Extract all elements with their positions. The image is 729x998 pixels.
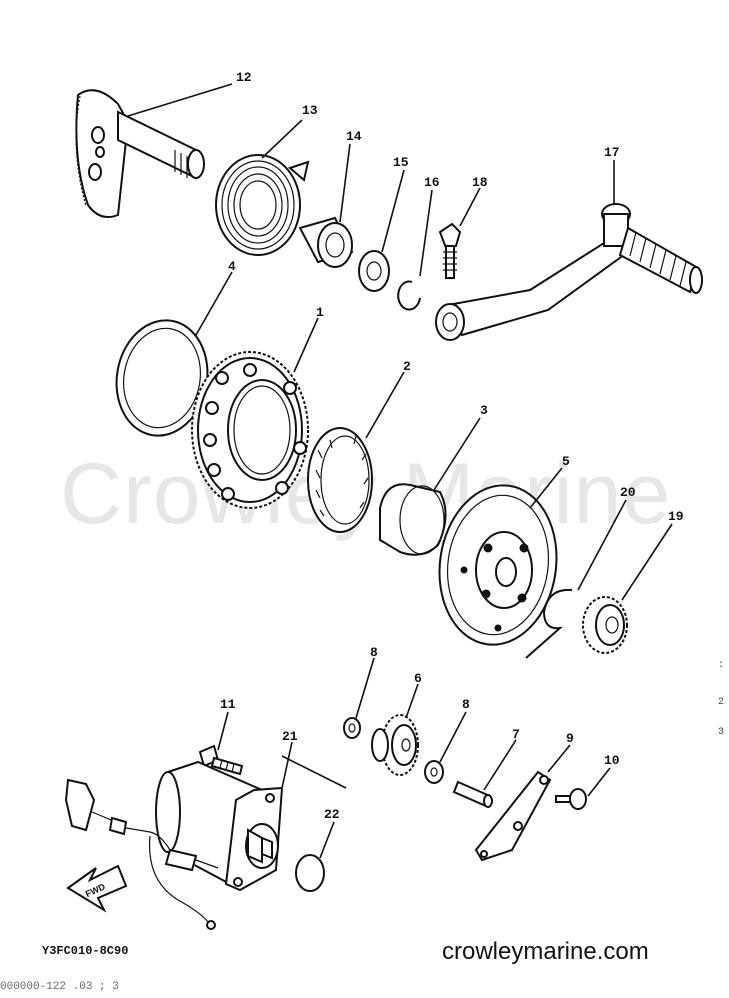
part-3-ring[interactable] [379,483,447,556]
callout-18: 18 [472,175,488,190]
part-9-plate[interactable] [474,770,552,862]
callout-6: 6 [414,671,422,686]
part-13-spring[interactable] [215,154,310,256]
part-12-kick-shaft[interactable] [75,89,205,218]
callout-5: 5 [562,454,570,469]
part-19-idle-gear[interactable] [582,596,628,654]
part-17-kick-crank[interactable] [435,203,703,341]
part-16-circlip[interactable] [397,280,421,311]
callout-12: 12 [236,70,252,85]
callout-4: 4 [228,259,236,274]
fwd-arrow-icon: FWD [66,864,128,913]
part-22-o-ring[interactable] [295,854,325,892]
edge-mark-1: : [718,660,725,671]
callout-16: 16 [424,175,440,190]
part-1-starter-gear[interactable] [191,351,309,509]
part-15-washer[interactable] [358,250,390,292]
callout-14: 14 [346,129,362,144]
part-14-bushing[interactable] [298,216,354,268]
callout-19: 19 [668,509,684,524]
callout-11: 11 [220,697,236,712]
part-21-starter-motor[interactable] [155,760,284,892]
callout-3: 3 [480,403,488,418]
part-18-bolt[interactable] [438,222,462,279]
callout-22: 22 [324,807,340,822]
callout-17: 17 [604,145,620,160]
callout-9: 9 [566,731,574,746]
part-5-clutch-housing[interactable] [429,478,566,653]
callout-1: 1 [316,305,324,320]
scan-artifact-text: 000000-122 .03 ; 3 [0,981,119,993]
callout-21: 21 [282,729,298,744]
callout-15: 15 [393,155,409,170]
part-8a-washer[interactable] [343,717,361,739]
callout-13: 13 [302,103,318,118]
callout-20: 20 [620,485,636,500]
site-link[interactable]: crowleymarine.com [442,938,649,965]
part-20-wire-spring[interactable] [525,588,573,659]
callout-labels: 12 13 14 15 16 18 17 4 1 2 3 5 20 19 8 6… [220,70,684,822]
callout-10: 10 [604,753,620,768]
part-2-clutch-roller[interactable] [307,427,373,533]
part-7-shaft[interactable] [452,780,493,808]
callout-8b: 8 [462,697,470,712]
callout-2: 2 [403,359,411,374]
part-11-bolt[interactable] [198,744,244,776]
edge-mark-3: 3 [718,727,725,738]
starter-wire-lead [64,778,219,930]
part-10-screw[interactable] [555,788,587,810]
callout-8a: 8 [370,645,378,660]
part-4-washer[interactable] [108,313,217,443]
part-6-idle-gear[interactable] [371,714,419,776]
edge-mark-2: 2 [718,697,725,708]
diagram-code: Y3FC010-8C90 [42,944,129,958]
callout-7: 7 [512,727,520,742]
part-8b-washer[interactable] [424,760,444,784]
leader-lines [127,83,673,859]
